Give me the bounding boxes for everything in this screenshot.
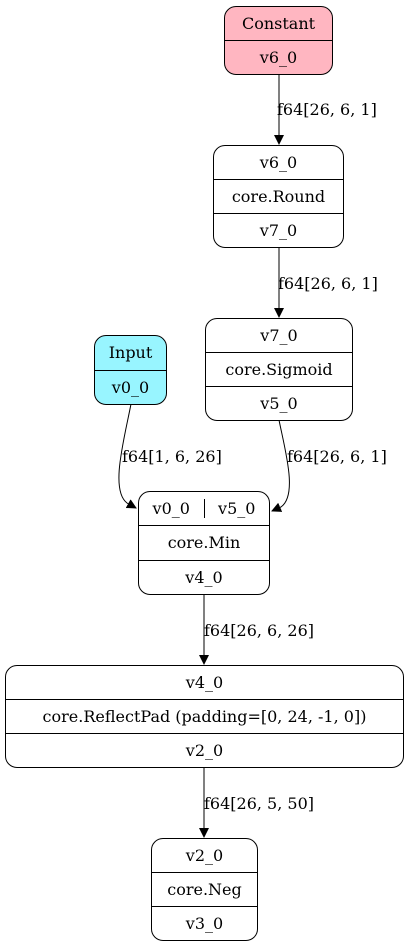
constant-node[interactable]: Constant v6_0 [224, 6, 333, 75]
node-op: core.Round [214, 179, 343, 213]
edge-label-round-to-sigmoid: f64[26, 6, 1] [278, 274, 378, 293]
edge-label-reflectpad-to-neg: f64[26, 5, 50] [204, 794, 314, 813]
node-output: v4_0 [139, 559, 269, 594]
node-output: v5_0 [206, 386, 352, 420]
node-title: Input [108, 343, 153, 363]
node-title: Constant [241, 14, 316, 33]
node-output: v0_0 [95, 369, 166, 405]
node-op: core.Sigmoid [206, 352, 352, 386]
input-node[interactable]: Input v0_0 [94, 335, 167, 405]
round-node[interactable]: v6_0 core.Round v7_0 [213, 145, 344, 248]
node-output: v3_0 [152, 906, 257, 940]
node-output: v7_0 [214, 213, 343, 247]
node-op: core.Min [139, 525, 269, 559]
node-input-b: v5_0 [203, 499, 270, 519]
edge-label-min-to-reflectpad: f64[26, 6, 26] [204, 621, 314, 640]
edge-label-sigmoid-to-min: f64[26, 6, 1] [287, 447, 387, 466]
sigmoid-node[interactable]: v7_0 core.Sigmoid v5_0 [205, 318, 353, 421]
edge-label-input-to-min: f64[1, 6, 26] [122, 447, 222, 466]
node-op: core.ReflectPad (padding=[0, 24, -1, 0]) [6, 699, 403, 733]
node-input: v7_0 [260, 326, 298, 345]
node-inputs: v0_0 v5_0 [139, 492, 269, 525]
reflectpad-node[interactable]: v4_0 core.ReflectPad (padding=[0, 24, -1… [5, 665, 404, 768]
node-input: v4_0 [185, 673, 224, 692]
edge-sigmoid-to-min [271, 419, 290, 512]
node-input: v2_0 [185, 846, 224, 865]
node-output: v6_0 [225, 40, 332, 74]
node-input-a: v0_0 [152, 499, 190, 519]
node-op: core.Neg [152, 872, 257, 906]
neg-node[interactable]: v2_0 core.Neg v3_0 [151, 838, 258, 941]
node-input: v6_0 [259, 153, 298, 172]
min-node[interactable]: v0_0 v5_0 core.Min v4_0 [138, 491, 270, 595]
node-output: v2_0 [6, 733, 403, 767]
edge-input-to-min [118, 403, 137, 509]
edge-label-constant-to-round: f64[26, 6, 1] [277, 100, 377, 119]
